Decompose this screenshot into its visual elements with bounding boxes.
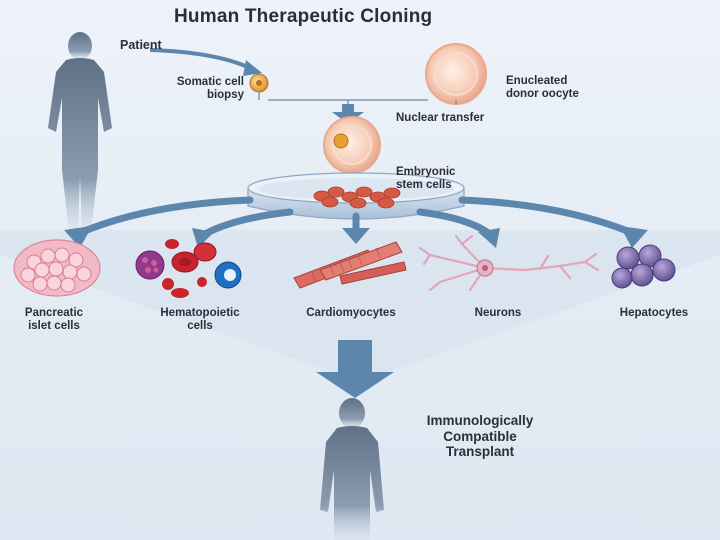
arrow-to-nuclear-transfer <box>332 104 364 124</box>
hepatocytes-label: Hepatocytes <box>619 307 689 319</box>
pancreatic-islet-label: Pancreatic islet cells <box>4 307 104 333</box>
nuclear-transfer-label: Nuclear transfer <box>396 112 485 124</box>
somatic-biopsy-label: Somatic cell biopsy <box>139 76 244 102</box>
enucleated-line-1: Enucleated <box>506 75 568 87</box>
outcome-line-1: Immunologically <box>426 413 534 428</box>
patient-label: Patient <box>120 38 162 52</box>
hematopoietic-line-1: Hematopoietic <box>160 307 240 319</box>
embryonic-line-2: stem cells <box>396 179 452 192</box>
embryonic-line-1: Embryonic <box>396 166 456 178</box>
petri-dish <box>247 172 465 220</box>
patient-silhouette <box>48 32 112 232</box>
hepatocytes-illustration <box>611 244 676 289</box>
enucleated-oocyte-label: Enucleated donor oocyte <box>506 75 579 101</box>
fan-arrowheads <box>64 226 648 248</box>
neuron-illustration <box>418 234 600 292</box>
neurons-label: Neurons <box>474 307 522 319</box>
cardiomyocytes-label: Cardiomyocytes <box>306 307 396 319</box>
pancreatic-line-2: islet cells <box>28 320 80 333</box>
somatic-line-1: Somatic cell <box>176 76 244 88</box>
outcome-line-2: Compatible <box>443 428 517 444</box>
hematopoietic-label: Hematopoietic cells <box>132 307 268 333</box>
somatic-line-2: biopsy <box>206 89 244 102</box>
embryonic-stem-cells-label: Embryonic stem cells <box>396 166 455 192</box>
hematopoietic-illustration <box>135 239 242 298</box>
arrow-patient-to-biopsy <box>149 48 251 70</box>
pancreatic-line-1: Pancreatic <box>24 307 84 319</box>
outcome-label: Immunologically Compatible Transplant <box>390 413 570 460</box>
page-title: Human Therapeutic Cloning <box>174 6 433 27</box>
hematopoietic-line-2: cells <box>187 320 213 333</box>
cardiomyocytes-illustration <box>293 241 407 289</box>
convergence-arrow <box>316 340 394 398</box>
pancreatic-islet-illustration <box>13 239 101 297</box>
outcome-line-3: Transplant <box>445 444 515 460</box>
recipient-silhouette <box>320 398 384 540</box>
enucleated-line-2: donor oocyte <box>506 88 579 101</box>
